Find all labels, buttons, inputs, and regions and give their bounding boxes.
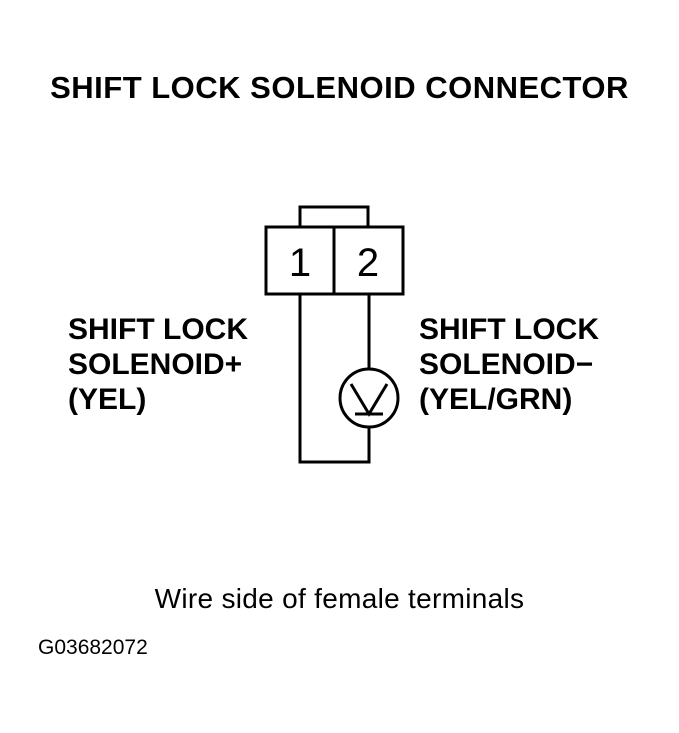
- right-wire-label: SHIFT LOCK SOLENOID− (YEL/GRN): [419, 312, 599, 417]
- connector-lock-tab: [298, 205, 370, 230]
- voltmeter-v-symbol: [349, 383, 389, 417]
- diagram-title: SHIFT LOCK SOLENOID CONNECTOR: [50, 70, 629, 105]
- left-label-line3: (YEL): [68, 383, 147, 416]
- left-wire-label: SHIFT LOCK SOLENOID+ (YEL): [68, 312, 248, 417]
- voltmeter-icon: [338, 367, 400, 429]
- right-label-line3: (YEL/GRN): [419, 383, 573, 416]
- right-label-line2: SOLENOID−: [419, 348, 594, 381]
- left-label-line2: SOLENOID+: [68, 348, 243, 381]
- pin-1-number: 1: [289, 241, 311, 285]
- figure-code: G03682072: [38, 636, 148, 659]
- test-circuit: [298, 294, 400, 464]
- left-label-line1: SHIFT LOCK: [68, 313, 248, 346]
- right-label-line1: SHIFT LOCK: [419, 313, 599, 346]
- wire-pin-1: [298, 294, 371, 464]
- diagram-caption: Wire side of female terminals: [154, 583, 525, 614]
- connector: [264, 205, 405, 296]
- pin-2-number: 2: [357, 241, 379, 285]
